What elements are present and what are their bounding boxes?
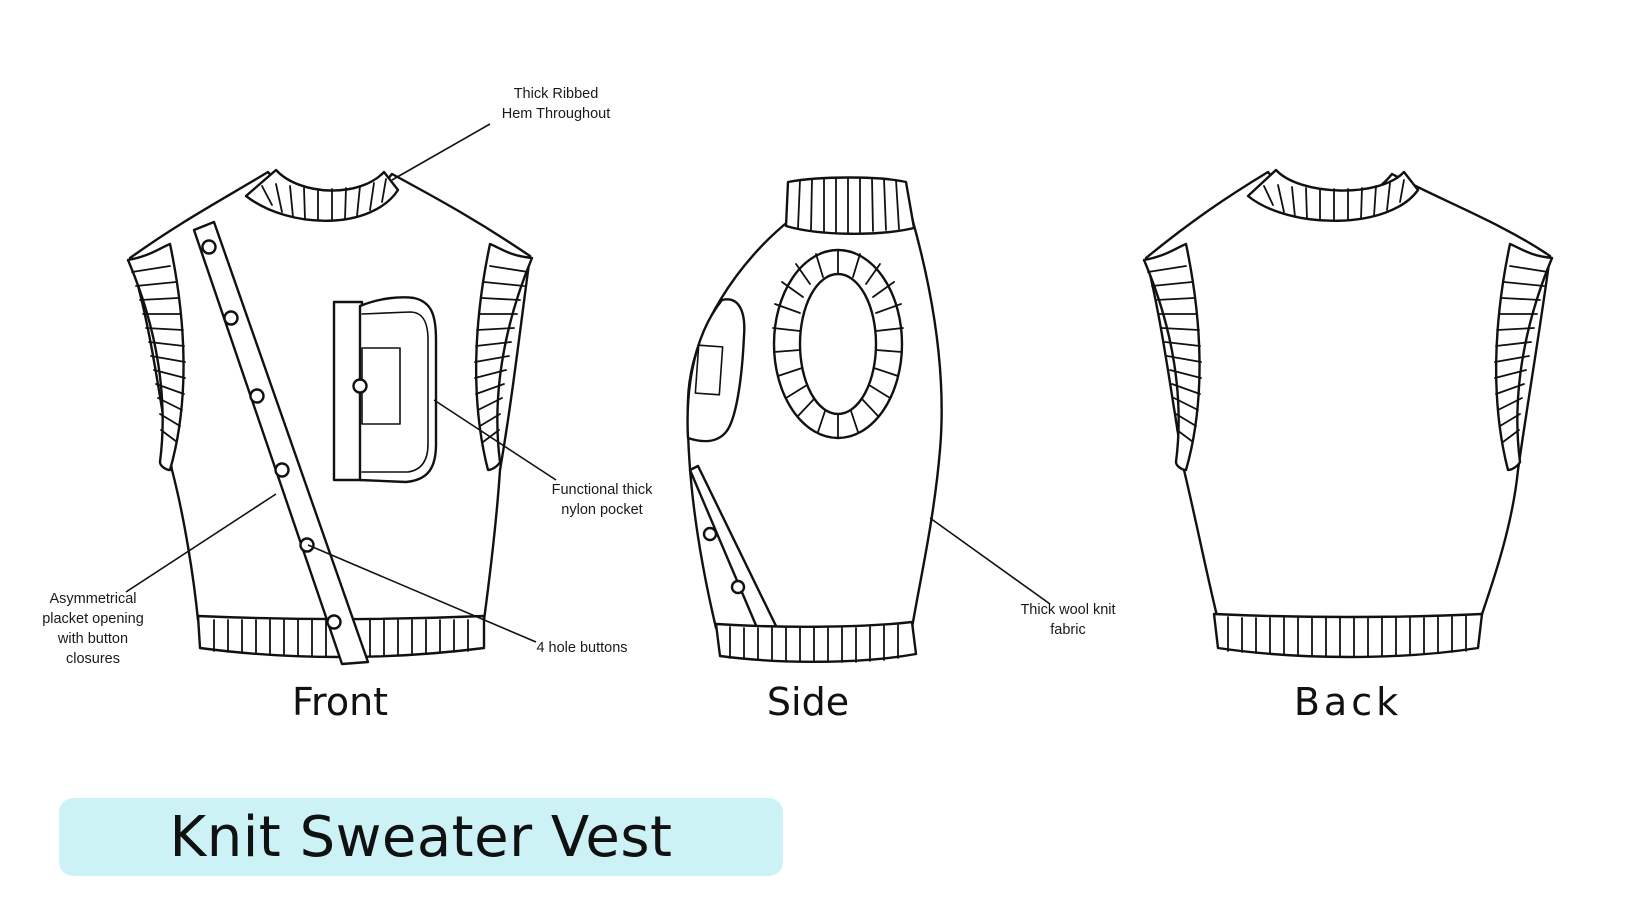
button (201, 239, 217, 255)
front-placket (192, 220, 370, 666)
back-neck-rib (1246, 168, 1420, 222)
callout-leader-lines (125, 123, 1051, 643)
front-pocket (332, 296, 438, 484)
front-view-sketch (126, 168, 534, 666)
callout-placket: Asymmetrical placket opening with button… (42, 591, 144, 667)
view-label-back: Back (1293, 680, 1403, 724)
side-armhole-rib-lines (772, 249, 904, 439)
page-title: Knit Sweater Vest (169, 804, 673, 870)
side-armhole-opening (798, 272, 878, 416)
button (223, 310, 239, 326)
view-label-front: Front (291, 680, 389, 724)
side-pocket-patch (694, 344, 724, 396)
callout-pocket: Functional thick nylon pocket (551, 482, 653, 518)
back-hem-rib (1212, 612, 1484, 659)
leader-ribbed-hem (391, 123, 491, 181)
button (274, 462, 290, 478)
title-banner: Knit Sweater Vest (59, 798, 783, 876)
pocket-label-patch (361, 347, 401, 425)
front-placket-buttons (201, 239, 342, 630)
leader-placket (125, 493, 277, 593)
callout-fabric: Thick wool knit fabric (1020, 602, 1116, 638)
back-left-armhole-rib (1142, 242, 1201, 472)
front-right-armhole-rib (474, 242, 534, 472)
side-hem-rib (714, 620, 918, 663)
button (326, 614, 342, 630)
side-collar-rib (784, 176, 916, 235)
callout-buttons: 4 hole buttons (536, 640, 628, 656)
back-body (1144, 170, 1552, 622)
front-neck-rib (244, 168, 400, 222)
button (299, 537, 315, 553)
leader-pocket (433, 399, 557, 481)
callout-ribbed-hem: Thick Ribbed Hem Throughout (501, 86, 611, 122)
view-label-side: Side (766, 680, 850, 724)
back-right-armhole-rib (1494, 242, 1554, 472)
button (702, 526, 718, 542)
leader-fabric (929, 517, 1051, 605)
button (249, 388, 265, 404)
back-view-sketch (1142, 168, 1554, 659)
front-neck-rib-lines (261, 178, 387, 221)
pocket-button (352, 378, 368, 394)
button (730, 579, 746, 595)
side-view-sketch (686, 176, 943, 663)
leader-buttons (307, 544, 537, 643)
front-left-armhole-rib (126, 242, 185, 472)
